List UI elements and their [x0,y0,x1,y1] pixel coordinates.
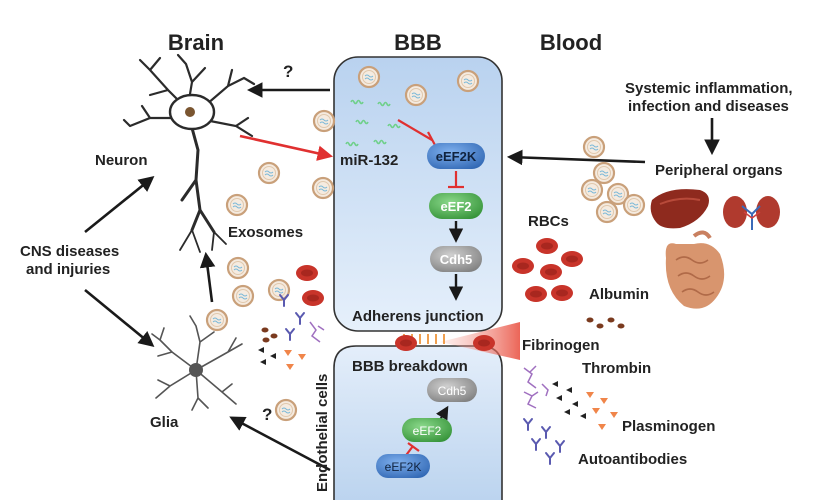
cdh5-pill [430,246,482,272]
glia-label: Glia [150,414,179,431]
cns-label-line2: and injuries [26,261,110,278]
header-bbb: BBB [394,30,442,55]
neuron-icon [122,53,256,253]
arrow-eef2-to-cdh5-bottom [435,405,449,421]
eef2-pill-bottom [402,418,452,442]
adherens-label: Adherens junction [352,308,484,325]
bbb-breakdown-label: BBB breakdown [352,358,468,375]
inhibit-mir-to-eef2k [397,119,433,141]
intestine-icon [665,230,725,309]
header-blood: Blood [540,30,602,55]
plasminogen-label: Plasminogen [622,418,715,435]
mir132-label: miR-132 [340,152,398,169]
cns-label-line1: CNS diseases [20,243,119,260]
rbc-group-blood [512,238,583,302]
liver-icon [650,189,709,229]
neuron-label: Neuron [95,152,148,169]
arrow-cns-to-glia [84,288,155,347]
systemic-line1: Systemic inflammation, [625,80,793,97]
fibrinogen-label: Fibrinogen [522,337,600,354]
cdh5-label: Cdh5 [440,252,473,267]
albumin-label: Albumin [589,286,649,303]
arrow-cns-to-neuron [84,176,155,234]
rbcs-label: RBCs [528,213,569,230]
triangle-group [552,381,618,430]
autoantibody-group [523,418,565,465]
systemic-line2: infection and diseases [628,98,789,115]
arrow-glia-to-neuron [199,251,216,303]
thrombin-group [523,365,549,409]
arrow-organs-to-bbb [506,149,646,166]
peripheral-label: Peripheral organs [655,162,783,179]
leaked-molecules-brain [258,265,325,370]
glia-icon [151,315,243,411]
arrow-neuron-to-bbb [239,134,334,161]
question-top: ? [283,62,293,81]
eef2-label: eEF2 [440,199,471,214]
eef2k-label: eEF2K [436,149,477,164]
cdh5-label-bottom: Cdh5 [438,384,467,398]
eef2k-label-bottom: eEF2K [385,460,422,474]
exosomes-label: Exosomes [228,224,303,241]
eef2-pill [429,193,483,219]
arrow-bbb-to-glia [229,416,331,472]
eef2k-pill-bottom [376,454,430,478]
thrombin-label: Thrombin [582,360,651,377]
header-brain: Brain [168,30,224,55]
kidney-icon [723,196,780,230]
albumin-group [586,317,625,329]
endothelial-label: Endothelial cells [314,374,331,492]
autoantibodies-label: Autoantibodies [578,451,687,468]
eef2-label-bottom: eEF2 [413,424,442,438]
eef2k-pill [427,143,485,169]
exosome-group-blood [580,135,646,224]
cdh5-pill-bottom [427,378,477,402]
question-bottom: ? [262,405,272,424]
